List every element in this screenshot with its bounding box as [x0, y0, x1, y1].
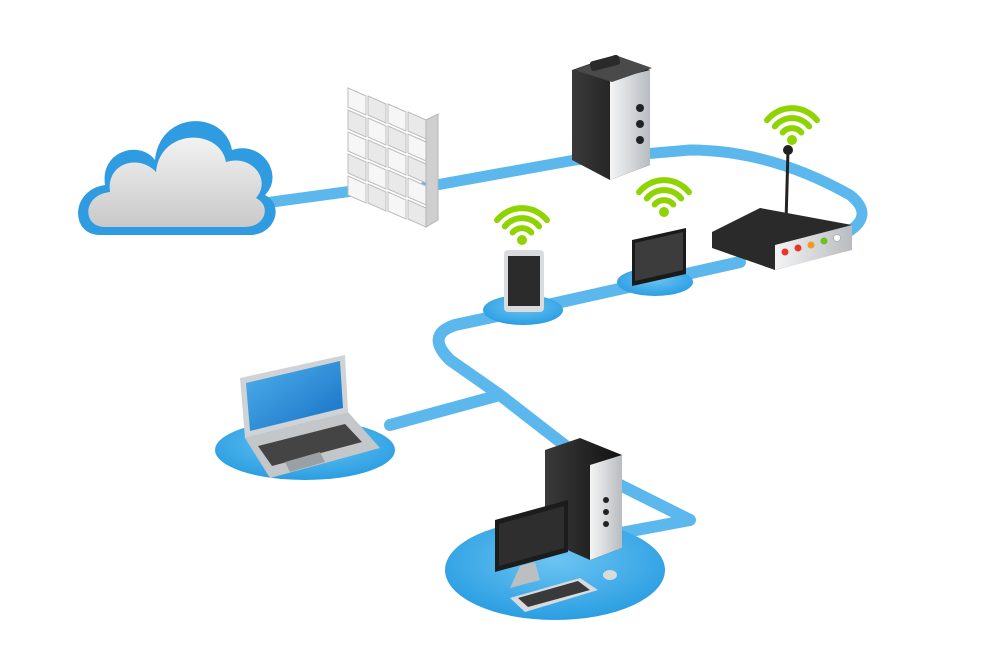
wall-brick [347, 175, 367, 204]
wifi-dot [787, 135, 797, 145]
server-tower-icon [572, 54, 652, 180]
laptop-icon [240, 355, 380, 478]
wall-brick [387, 191, 407, 220]
wifi-arc-2 [501, 215, 543, 230]
link-firewall-router [419, 144, 868, 238]
wall-brick [387, 125, 407, 154]
tablet-icon [632, 228, 686, 286]
wifi-arc-1 [509, 225, 535, 236]
wall-brick [347, 153, 367, 182]
desktop-computer-icon [495, 438, 622, 612]
wall-side [425, 113, 439, 228]
wall-brick [347, 109, 367, 138]
wifi-dot [517, 235, 527, 245]
tablet-node [617, 228, 693, 296]
wireless-router-icon [712, 145, 852, 270]
wifi-arc-2 [643, 187, 685, 202]
wall-brick [367, 139, 387, 168]
wifi-arc-2 [771, 115, 813, 130]
wall-brick [367, 117, 387, 146]
wifi-dot [659, 207, 669, 217]
wifi-signal-icon [764, 105, 820, 145]
connection-paths [244, 144, 868, 541]
wall-brick [387, 169, 407, 198]
wall-brick [387, 147, 407, 176]
wall-brick [347, 87, 367, 116]
wifi-signal-icon [636, 177, 692, 217]
cloud-icon [78, 121, 276, 235]
wifi-arc-1 [779, 125, 805, 136]
wifi-arc-3 [764, 105, 820, 124]
link-phone-laptop [384, 389, 506, 431]
wall-brick [367, 95, 387, 124]
laptop-node [215, 355, 395, 480]
wall-brick [387, 103, 407, 132]
desktop-node [445, 438, 665, 620]
phone-node [483, 250, 563, 325]
wall-brick [367, 161, 387, 190]
link-router-devices [432, 256, 746, 541]
wall-brick [347, 131, 367, 160]
wall-brick [367, 183, 387, 212]
wifi-signal-icon [494, 205, 550, 245]
wifi-arc-3 [494, 205, 550, 224]
smartphone-icon [504, 250, 544, 312]
brick-wall-icon [347, 87, 439, 228]
wifi-arc-3 [636, 177, 692, 196]
wifi-arc-1 [651, 197, 677, 208]
